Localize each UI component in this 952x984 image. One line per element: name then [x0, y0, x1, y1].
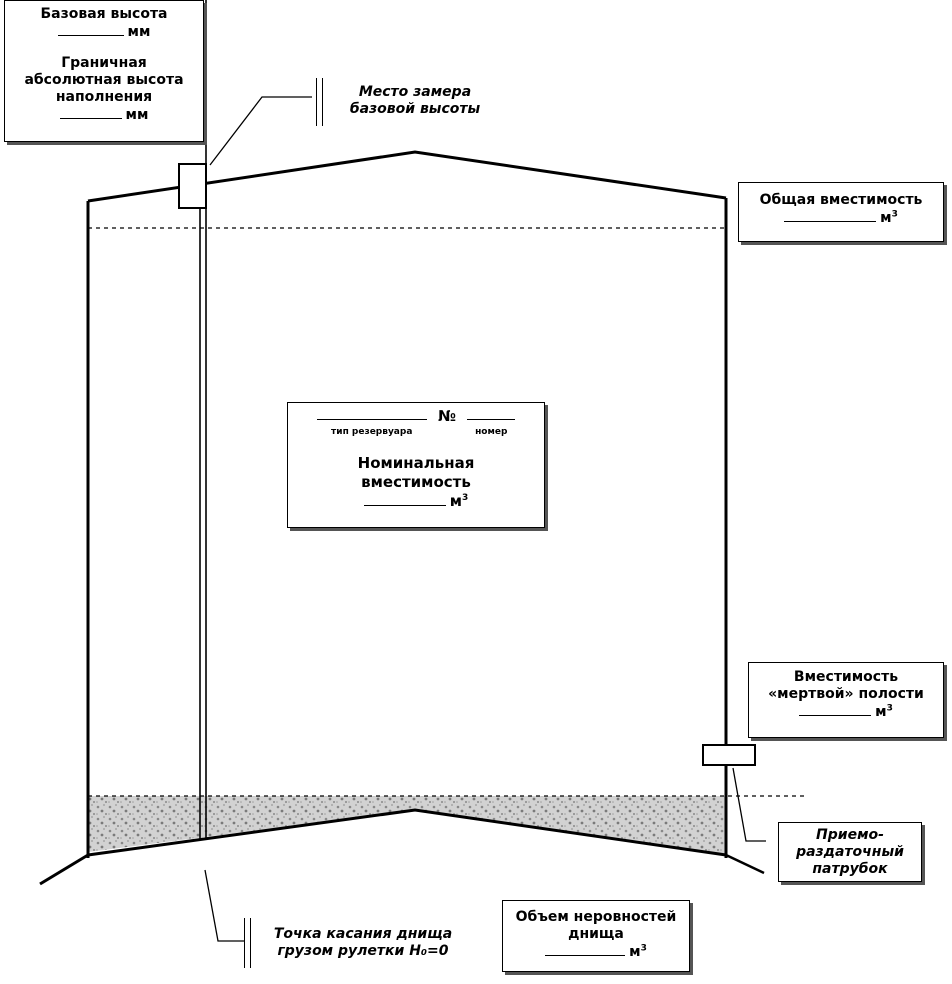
- nozzle-leader: [732, 767, 766, 842]
- measuring-hatch: [178, 163, 207, 209]
- nozzle-line2: раздаточный: [796, 844, 904, 860]
- total-capacity-blank[interactable]: [784, 209, 877, 222]
- touch-point-bar-2: [250, 918, 251, 968]
- tank-type-caption: тип резервуара: [331, 427, 413, 437]
- tank-number-blank[interactable]: [467, 407, 516, 420]
- limit-height-line3: наполнения: [55, 89, 153, 105]
- measure-point-label: Место замера базовой высоты: [330, 84, 500, 118]
- base-height-box: Базовая высота мм Граничная абсолютная в…: [4, 0, 204, 142]
- tank-number-caption: номер: [475, 427, 508, 437]
- touch-point-bar: [244, 918, 245, 968]
- measure-point-leader: [209, 96, 312, 166]
- tank-plate: тип резервуара № номер Номинальная вмест…: [287, 402, 545, 528]
- dead-volume-unit: м: [875, 704, 887, 720]
- touch-point-leader: [204, 869, 244, 942]
- base-height-blank[interactable]: [57, 23, 124, 36]
- bottom-volume-box: Объем неровностей днища м3: [502, 900, 690, 972]
- touch-point-label: Точка касания днища грузом рулетки H₀=0: [254, 926, 472, 960]
- dead-volume-line2: «мертвой» полости: [768, 686, 924, 702]
- dead-zone-fill: [88, 796, 726, 855]
- base-height-title: Базовая высота: [40, 6, 168, 22]
- number-sign: №: [437, 407, 457, 425]
- bottom-volume-unit: м: [629, 944, 641, 960]
- touch-point-line1: Точка касания днища: [273, 926, 453, 942]
- bottom-volume-line1: Объем неровностей: [515, 909, 677, 925]
- touch-point-line2: грузом рулетки H₀=0: [277, 943, 449, 959]
- nozzle-line3: патрубок: [812, 861, 888, 877]
- nominal-capacity-sup: 3: [462, 493, 469, 503]
- base-height-unit: мм: [127, 24, 151, 40]
- foundation-right: [725, 853, 765, 875]
- dead-volume-blank[interactable]: [799, 703, 872, 716]
- measure-point-line1: Место замера: [358, 84, 472, 100]
- limit-height-line1: Граничная: [61, 55, 147, 71]
- nozzle-box: Приемо- раздаточный патрубок: [778, 822, 922, 882]
- measure-point-bar: [316, 78, 317, 126]
- nozzle-shape: [702, 744, 756, 766]
- bottom-volume-blank[interactable]: [545, 943, 626, 956]
- nominal-title-line2: вместимость: [361, 473, 471, 491]
- total-capacity-box: Общая вместимость м3: [738, 182, 944, 242]
- limit-height-blank[interactable]: [59, 106, 122, 119]
- nozzle-line1: Приемо-: [816, 827, 884, 843]
- total-capacity-unit: м: [880, 210, 892, 226]
- measure-point-line2: базовой высоты: [349, 101, 481, 117]
- nominal-capacity-unit: м: [449, 492, 462, 510]
- bottom-volume-sup: 3: [640, 943, 647, 954]
- total-capacity-sup: 3: [891, 209, 898, 220]
- total-capacity-title: Общая вместимость: [759, 192, 923, 208]
- bottom-volume-line2: днища: [568, 926, 624, 942]
- nominal-capacity-blank[interactable]: [363, 493, 446, 506]
- dead-volume-box: Вместимость «мертвой» полости м3: [748, 662, 944, 738]
- dead-volume-sup: 3: [886, 703, 893, 714]
- tank-type-blank[interactable]: [316, 407, 427, 420]
- limit-height-unit: мм: [125, 107, 149, 123]
- nominal-title-line1: Номинальная: [357, 454, 475, 472]
- measure-point-bar-2: [322, 78, 323, 126]
- dead-volume-line1: Вместимость: [793, 669, 899, 685]
- foundation-left: [39, 853, 89, 886]
- tank-bottom: [87, 808, 727, 857]
- limit-height-line2: абсолютная высота: [24, 72, 184, 88]
